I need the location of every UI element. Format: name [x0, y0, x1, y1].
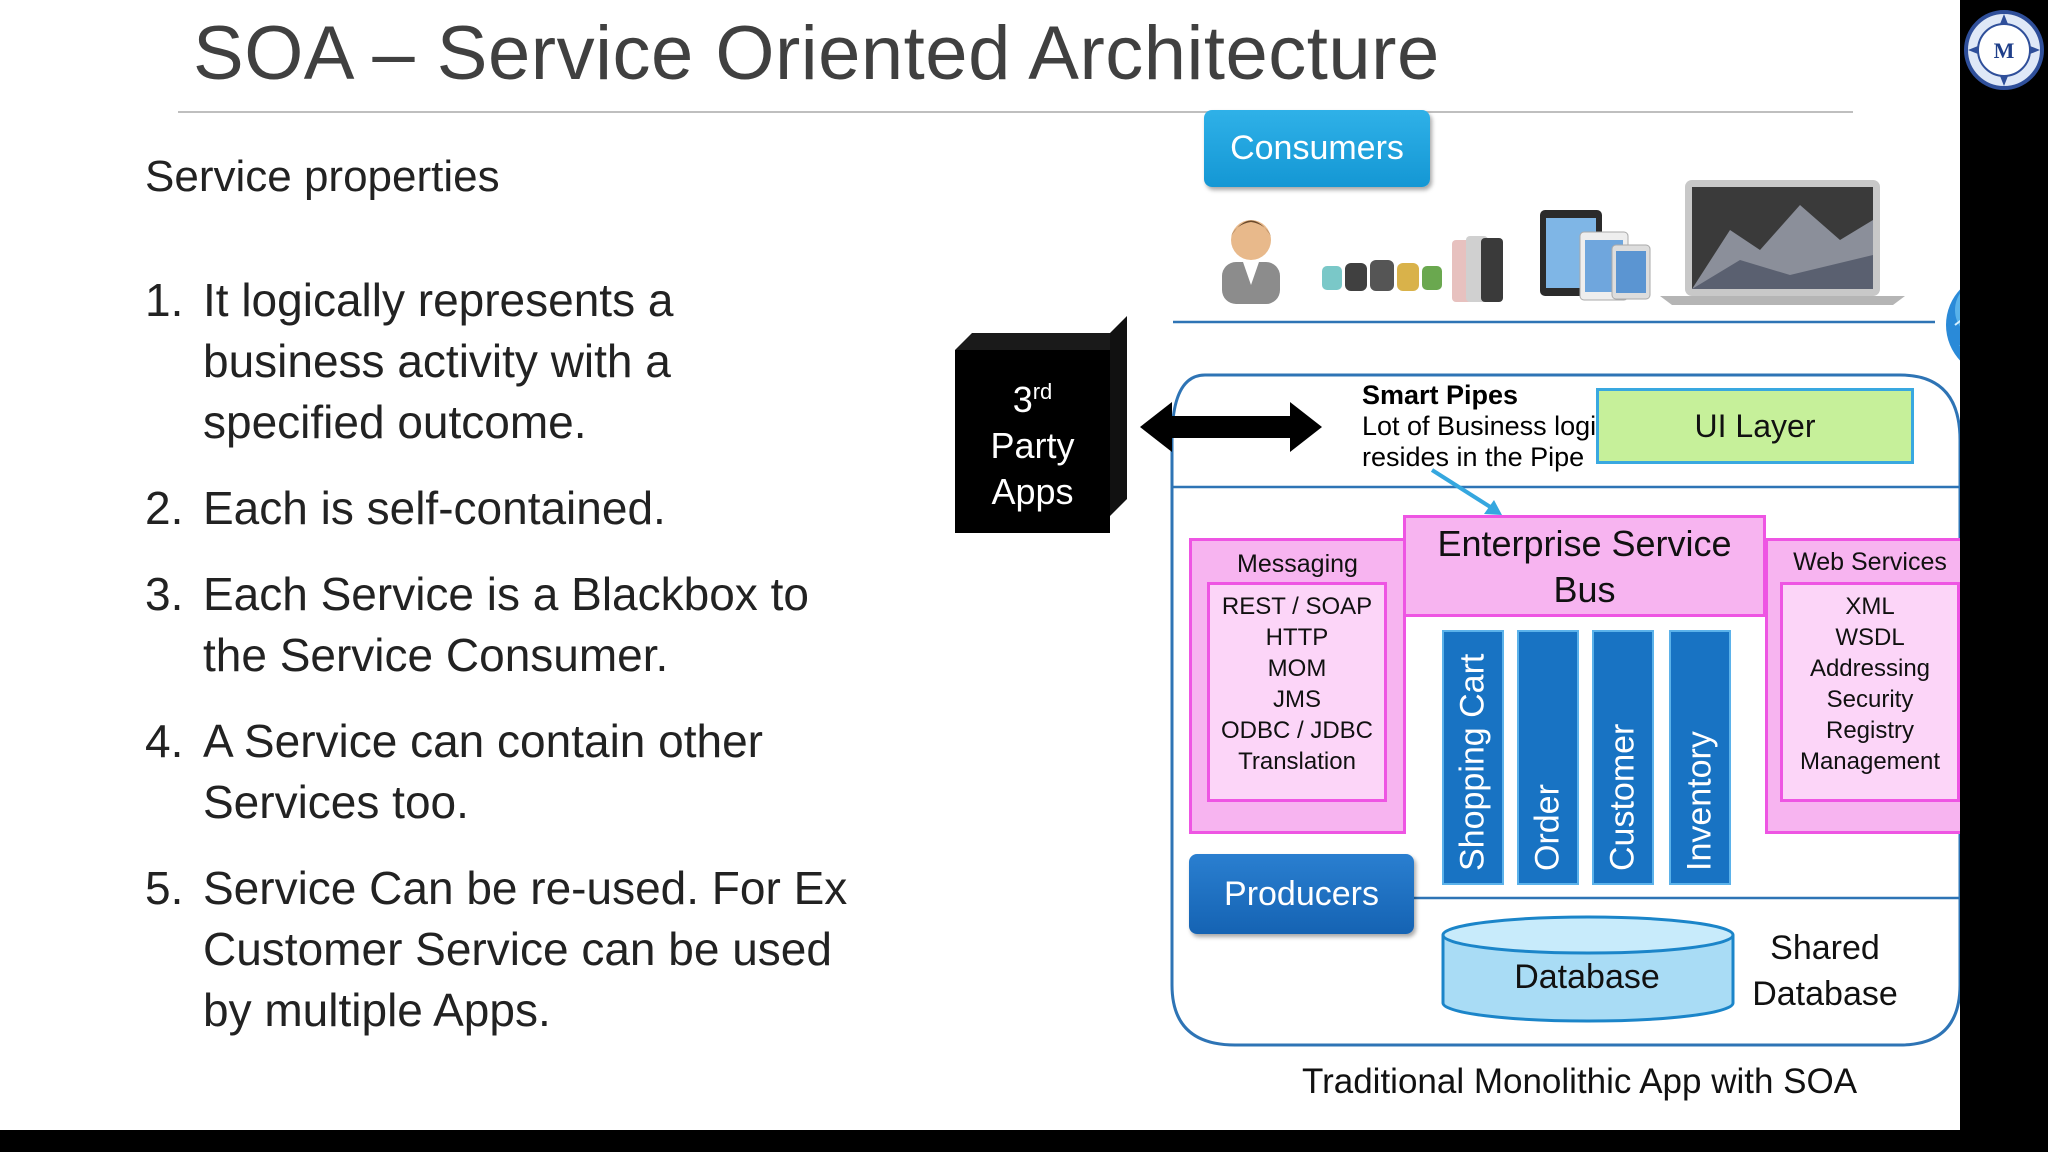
smartwatch-icon	[1322, 260, 1442, 291]
globe-icon	[1946, 289, 1960, 361]
service-inventory: Inventory	[1669, 630, 1731, 885]
item-number: 4.	[145, 715, 184, 767]
item-text: Each is self-contained.	[203, 482, 666, 534]
bottom-bar	[0, 1130, 1960, 1152]
web-services-item: Addressing	[1809, 655, 1931, 682]
service-label: Shopping Cart	[1453, 653, 1492, 871]
service-shopping-cart: Shopping Cart	[1442, 630, 1504, 885]
list-item: 4. A Service can contain other Services t…	[145, 711, 865, 833]
list-item: 3. Each Service is a Blackbox to the Serv…	[145, 564, 865, 686]
database-cylinder-icon	[1441, 915, 1735, 1023]
database-label: Database	[1514, 958, 1660, 996]
slide: SOA – Service Oriented Architecture Serv…	[0, 0, 1960, 1130]
third-party-suffix: rd	[1032, 378, 1053, 404]
messaging-label: Messaging	[1237, 550, 1358, 578]
messaging-list: REST / SOAP HTTP MOM JMS ODBC / JDBC Tra…	[1207, 582, 1387, 802]
property-list: 1. It logically represents a business act…	[145, 270, 865, 1066]
service-order: Order	[1517, 630, 1579, 885]
web-services-list: XML WSDL Addressing Security Registry Ma…	[1780, 582, 1960, 802]
university-seal-icon: M	[1964, 10, 2044, 90]
item-text: Each Service is a Blackbox to the Servic…	[203, 568, 809, 681]
service-label: Order	[1528, 784, 1567, 871]
web-services-item: WSDL	[1835, 624, 1905, 651]
svg-text:M: M	[1994, 38, 2015, 63]
service-label: Inventory	[1680, 731, 1719, 871]
messaging-item: HTTP	[1265, 624, 1329, 651]
third-party-cube-side	[1110, 316, 1127, 516]
item-text: Service Can be re-used. For Ex Customer …	[203, 862, 848, 1036]
shared-database-label: Shared Database	[1740, 925, 1910, 1017]
subtitle: Service properties	[145, 152, 500, 201]
person-icon	[1222, 220, 1280, 304]
right-sidebar: M	[1960, 0, 2048, 1152]
phone-icon	[1452, 236, 1503, 302]
item-text: It logically represents a business activ…	[203, 274, 674, 448]
web-services-item: XML	[1845, 593, 1895, 620]
service-customer: Customer	[1592, 630, 1654, 885]
item-number: 3.	[145, 568, 184, 620]
esb-line1: Enterprise Service	[1437, 523, 1732, 564]
smart-pipes-line1: Lot of Business logic	[1362, 411, 1610, 441]
esb-line2: Bus	[1553, 569, 1616, 610]
soa-diagram	[1140, 180, 1960, 1047]
smart-pipes-line2: resides in the Pipe	[1362, 442, 1585, 472]
laptop-icon	[1660, 180, 1905, 305]
producers-label: Producers	[1189, 854, 1414, 934]
web-services-item: Management	[1799, 748, 1941, 775]
item-number: 2.	[145, 482, 184, 534]
slide-title: SOA – Service Oriented Architecture	[193, 11, 1440, 96]
title-divider	[178, 111, 1853, 113]
pointer-arrow-icon	[1430, 468, 1502, 515]
third-party-line2: Party	[990, 424, 1075, 466]
service-label: Customer	[1603, 723, 1642, 871]
shared-line1: Shared	[1770, 929, 1880, 967]
messaging-item: JMS	[1273, 686, 1321, 713]
third-party-apps: 3rd Party Apps	[955, 350, 1110, 533]
consumers-label: Consumers	[1204, 110, 1430, 187]
double-arrow-icon	[1140, 402, 1322, 452]
item-text: A Service can contain other Services too…	[203, 715, 763, 828]
shared-line2: Database	[1752, 975, 1898, 1013]
messaging-item: Translation	[1238, 748, 1356, 775]
smart-pipes-note: Smart Pipes Lot of Business logic reside…	[1362, 380, 1610, 473]
item-number: 1.	[145, 274, 184, 326]
list-item: 1. It logically represents a business act…	[145, 270, 865, 453]
tablet-icon	[1540, 210, 1651, 301]
third-party-cube-top	[955, 333, 1127, 350]
web-services-item: Registry	[1825, 717, 1915, 744]
third-party-line3: Apps	[991, 470, 1074, 512]
messaging-item: ODBC / JDBC	[1220, 717, 1373, 744]
item-number: 5.	[145, 862, 184, 914]
list-item: 2. Each is self-contained.	[145, 478, 865, 539]
messaging-item: REST / SOAP	[1221, 593, 1373, 620]
third-party-number: 3	[1012, 378, 1033, 420]
list-item: 5. Service Can be re-used. For Ex Custome…	[145, 858, 865, 1041]
diagram-caption: Traditional Monolithic App with SOA	[1302, 1062, 1858, 1101]
ui-layer-box: UI Layer	[1596, 388, 1914, 464]
web-services-label: Web Services	[1793, 548, 1947, 576]
messaging-item: MOM	[1267, 655, 1327, 682]
enterprise-service-bus: Enterprise Service Bus	[1403, 515, 1766, 617]
web-services-item: Security	[1826, 686, 1914, 713]
smart-pipes-title: Smart Pipes	[1362, 380, 1519, 410]
